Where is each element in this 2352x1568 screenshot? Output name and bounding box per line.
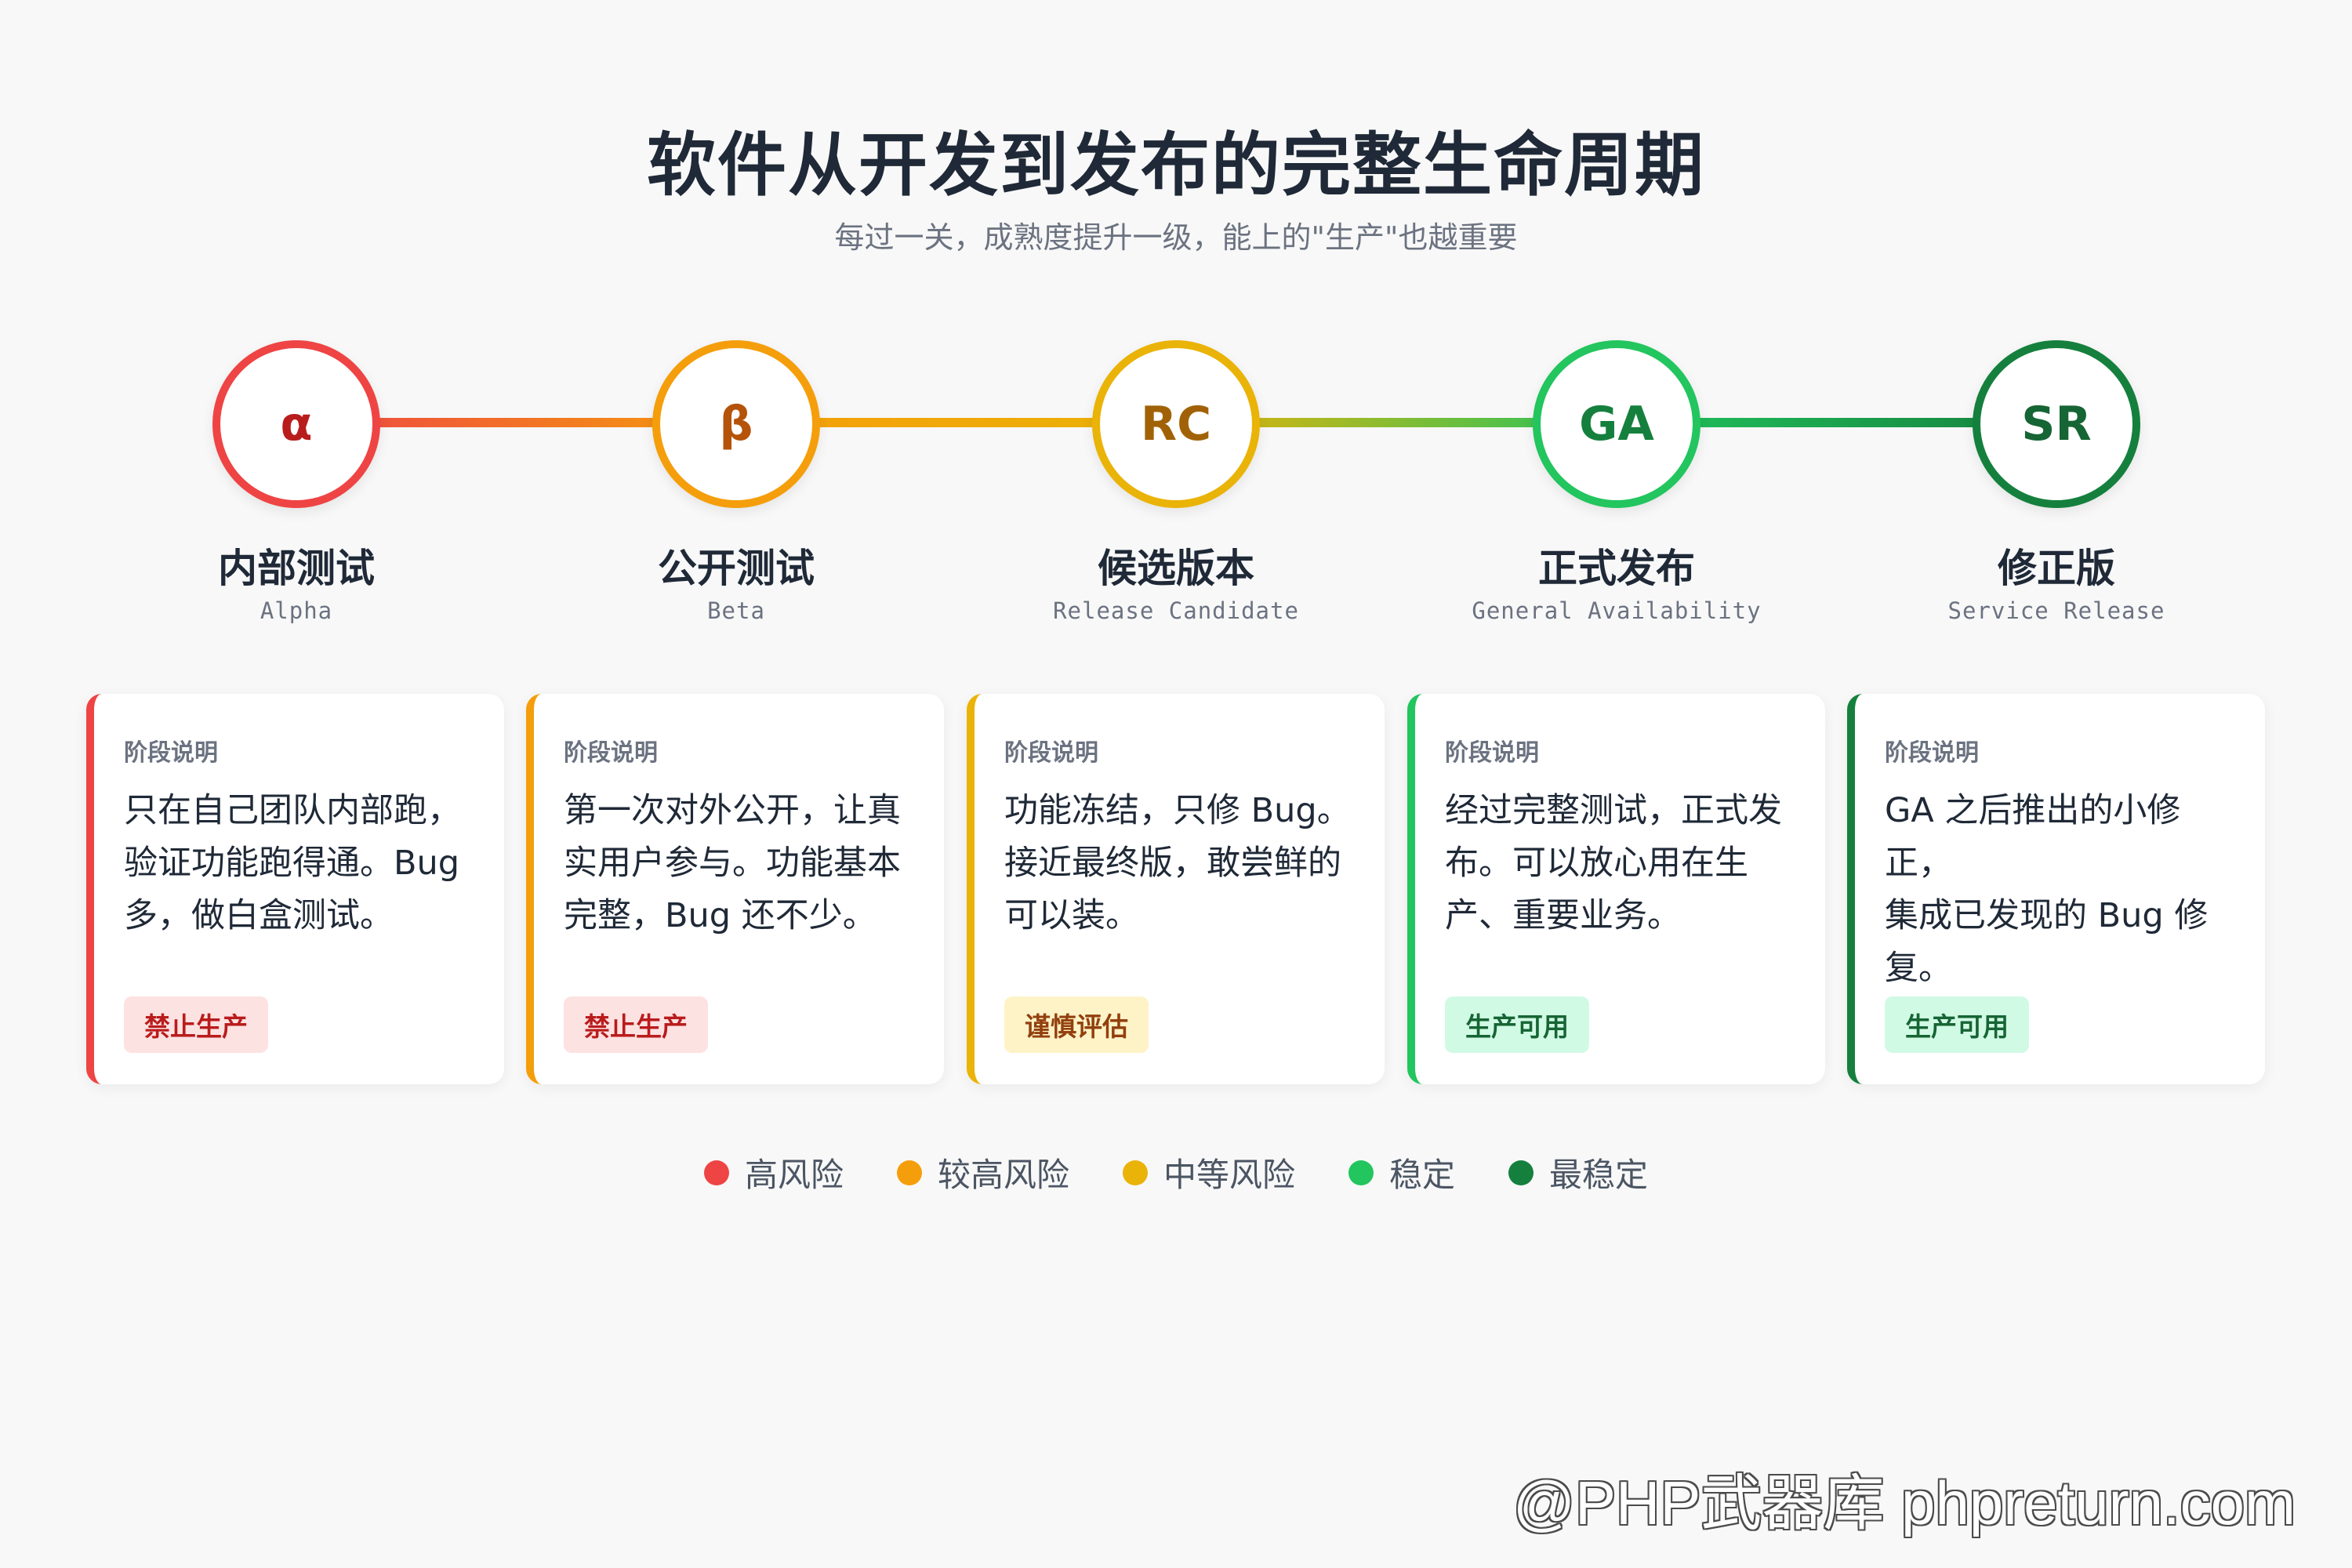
legend-label: 最稳定 <box>1549 1156 1649 1194</box>
page-subtitle: 每过一关，成熟度提升一级，能上的"生产"也越重要 <box>834 220 1518 255</box>
legend-item-high-risk: 高风险 <box>703 1149 844 1196</box>
stage-card-sr: 阶段说明 GA 之后推出的小修正， 集成已发现的 Bug 修 复。 生产可用 <box>1847 694 2265 1084</box>
card-label: 阶段说明 <box>124 739 218 767</box>
status-badge: 生产可用 <box>1445 996 1589 1053</box>
stage-name-rc: 候选版本 <box>1098 546 1254 591</box>
stage-node-sr: SR <box>1973 340 2140 508</box>
stage-symbol: GA <box>1579 397 1654 452</box>
status-badge: 谨慎评估 <box>1004 996 1149 1053</box>
legend-dot <box>896 1160 922 1185</box>
card-line: 实用户参与。功能基本 <box>564 844 901 883</box>
legend-dot <box>703 1160 729 1185</box>
stage-node-alpha: α <box>212 340 380 508</box>
stage-symbol: β <box>719 397 753 452</box>
stage-card-ga: 阶段说明 经过完整测试，正式发 布。可以放心用在生 产、重要业务。 生产可用 <box>1407 694 1825 1084</box>
card-line: 经过完整测试，正式发 <box>1445 791 1782 830</box>
stage-card-alpha: 阶段说明 只在自己团队内部跑， 验证功能跑得通。Bug 多，做白盒测试。 禁止生… <box>86 694 504 1084</box>
stage-name-alpha: 内部测试 <box>218 546 375 591</box>
stage-english-alpha: Alpha <box>260 597 333 624</box>
page-title: 软件从开发到发布的完整生命周期 <box>646 125 1705 205</box>
card-line: GA 之后推出的小修正， <box>1885 791 2181 883</box>
legend-label: 高风险 <box>744 1156 844 1194</box>
legend-item-medium-risk: 中等风险 <box>1122 1149 1295 1196</box>
stage-english-ga: General Availability <box>1472 597 1762 624</box>
timeline: α β RC GA SR <box>0 337 2352 510</box>
legend-dot <box>1508 1160 1534 1185</box>
stage-card-beta: 阶段说明 第一次对外公开，让真 实用户参与。功能基本 完整，Bug 还不少。 禁… <box>526 694 944 1084</box>
legend-label: 较高风险 <box>937 1156 1069 1194</box>
card-line: 可以装。 <box>1004 896 1139 935</box>
card-line: 产、重要业务。 <box>1445 896 1681 935</box>
card-line: 布。可以放心用在生 <box>1445 844 1748 883</box>
stage-name-ga: 正式发布 <box>1538 546 1695 591</box>
card-label: 阶段说明 <box>1445 739 1539 767</box>
card-line: 复。 <box>1885 949 1952 988</box>
card-description: GA 之后推出的小修正， 集成已发现的 Bug 修 复。 <box>1885 785 2237 988</box>
legend-item-most-stable: 最稳定 <box>1508 1149 1648 1196</box>
stage-node-beta: β <box>652 340 820 508</box>
card-label: 阶段说明 <box>1004 739 1098 767</box>
stage-name-sr: 修正版 <box>1998 546 2115 591</box>
stage-node-rc: RC <box>1092 340 1260 508</box>
status-badge: 禁止生产 <box>124 996 268 1053</box>
stage-symbol: SR <box>2021 397 2092 452</box>
card-line: 多，做白盒测试。 <box>124 896 394 935</box>
card-line: 第一次对外公开，让真 <box>564 791 901 830</box>
card-description: 功能冻结，只修 Bug。 接近最终版，敢尝鲜的 可以装。 <box>1004 785 1356 973</box>
card-line: 集成已发现的 Bug 修 <box>1885 896 2209 935</box>
stage-english-rc: Release Candidate <box>1053 597 1299 624</box>
stage-english-beta: Beta <box>707 597 765 624</box>
status-badge: 禁止生产 <box>564 996 708 1053</box>
stage-symbol: RC <box>1140 397 1212 452</box>
card-line: 完整，Bug 还不少。 <box>564 896 877 935</box>
card-description: 经过完整测试，正式发 布。可以放心用在生 产、重要业务。 <box>1445 785 1797 973</box>
card-description: 第一次对外公开，让真 实用户参与。功能基本 完整，Bug 还不少。 <box>564 785 916 973</box>
legend-label: 稳定 <box>1389 1156 1456 1194</box>
stage-card-rc: 阶段说明 功能冻结，只修 Bug。 接近最终版，敢尝鲜的 可以装。 谨慎评估 <box>967 694 1385 1084</box>
card-line: 接近最终版，敢尝鲜的 <box>1004 844 1341 883</box>
status-badge: 生产可用 <box>1885 996 2029 1053</box>
card-line: 验证功能跑得通。Bug <box>124 844 460 883</box>
card-line: 功能冻结，只修 Bug。 <box>1004 791 1351 830</box>
legend-label: 中等风险 <box>1163 1156 1295 1194</box>
stage-english-sr: Service Release <box>1947 597 2165 624</box>
card-description: 只在自己团队内部跑， 验证功能跑得通。Bug 多，做白盒测试。 <box>124 785 476 973</box>
card-label: 阶段说明 <box>564 739 658 767</box>
legend-item-stable: 稳定 <box>1348 1149 1455 1196</box>
stage-symbol: α <box>280 397 313 452</box>
card-line: 只在自己团队内部跑， <box>124 791 461 830</box>
legend: 高风险 较高风险 中等风险 稳定 最稳定 <box>0 1149 2352 1196</box>
legend-dot <box>1348 1160 1374 1185</box>
legend-dot <box>1122 1160 1148 1185</box>
card-label: 阶段说明 <box>1885 739 1979 767</box>
legend-item-higher-risk: 较高风险 <box>896 1149 1069 1196</box>
stage-name-beta: 公开测试 <box>658 546 815 591</box>
stage-node-ga: GA <box>1533 340 1700 508</box>
watermark: @PHP武器库 phpreturn.com <box>1512 1468 2296 1537</box>
